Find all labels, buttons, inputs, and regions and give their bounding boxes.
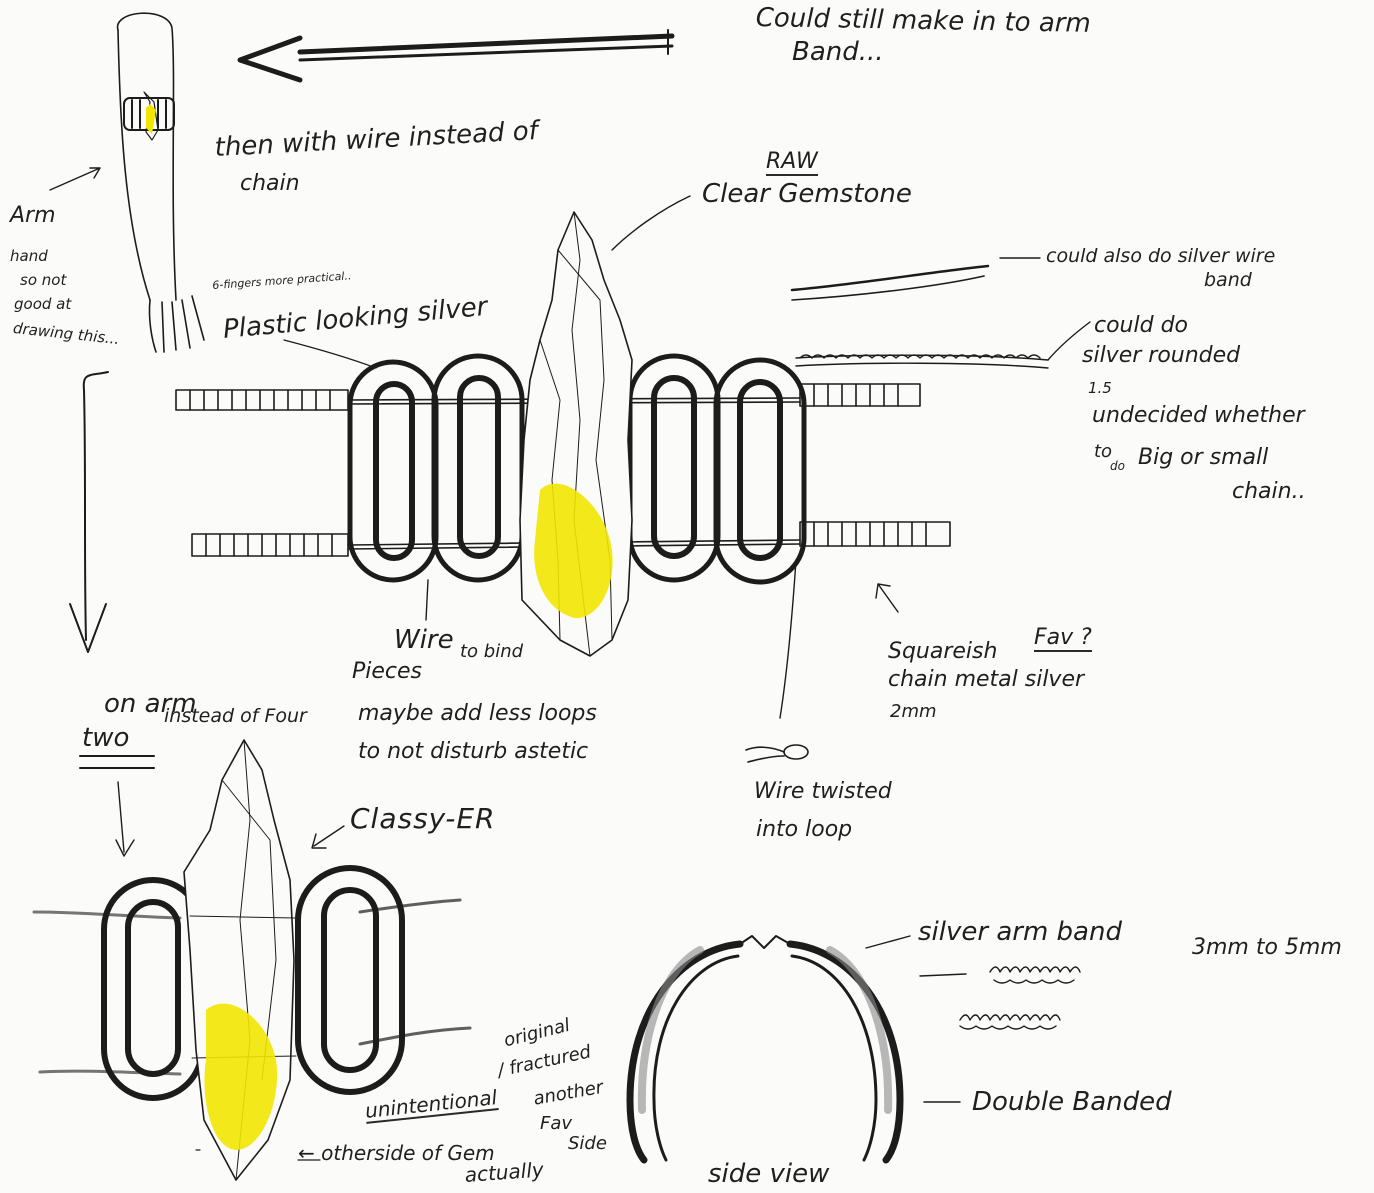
note-to-bind: to bind xyxy=(460,642,523,662)
note-wire-twisted-line2: into loop xyxy=(756,818,852,842)
note-original-line4: Fav xyxy=(540,1114,572,1134)
note-wire-bind: Wire xyxy=(394,626,454,655)
note-rounded-line4: undecided whether xyxy=(1092,404,1305,428)
side-view-armband xyxy=(630,936,966,1160)
note-2mm: 2mm xyxy=(890,702,937,722)
note-hand-line3: good at xyxy=(14,296,71,313)
scribble-samples xyxy=(960,967,1080,1029)
note-classy-er: Classy-ER xyxy=(350,804,496,835)
note-rounded-line2: silver rounded xyxy=(1082,344,1240,368)
note-rounded-line3: 1.5 xyxy=(1088,380,1112,397)
note-silver-wire-band-line2: band xyxy=(1204,270,1252,291)
note-less-loops-line2: to not disturb astetic xyxy=(358,740,588,764)
note-silver-armband: silver arm band xyxy=(918,918,1122,947)
note-rounded-line5: Big or small xyxy=(1138,446,1268,470)
note-hand-line1: hand xyxy=(10,248,48,265)
note-actually: actually xyxy=(464,1158,544,1185)
rounded-chain-sample xyxy=(796,322,1090,368)
note-original-line5: Side xyxy=(568,1134,607,1154)
arm-sketch xyxy=(50,13,204,352)
note-rounded-line1: could do xyxy=(1094,314,1188,338)
down-arrow-left xyxy=(70,372,108,652)
note-otherside: ← otherside of Gem xyxy=(298,1142,495,1164)
note-size: 3mm to 5mm xyxy=(1192,936,1342,960)
note-then-wire-line2: chain xyxy=(240,172,300,196)
note-rounded-do: do xyxy=(1110,460,1125,473)
note-rounded-line6: chain.. xyxy=(1232,480,1306,504)
note-two: two xyxy=(82,724,129,753)
note-fav: Fav ? xyxy=(1034,626,1092,652)
note-side-view: side view xyxy=(708,1160,829,1189)
note-could-make-armband-line2: Band... xyxy=(792,38,884,67)
top-left-arrow xyxy=(240,30,672,80)
note-raw: RAW xyxy=(766,150,818,176)
note-instead-of-four: instead of Four xyxy=(164,706,307,727)
note-arm: Arm xyxy=(10,204,56,228)
note-squareish: Squareish xyxy=(888,640,997,664)
note-clear-gemstone: Clear Gemstone xyxy=(702,180,912,209)
note-pieces: Pieces xyxy=(352,660,422,684)
note-silver-wire-band-line1: could also do silver wire xyxy=(1046,246,1275,267)
note-wire-twisted-line1: Wire twisted xyxy=(754,780,892,804)
note-double-banded: Double Banded xyxy=(972,1088,1172,1117)
note-less-loops-line1: maybe add less loops xyxy=(358,702,597,726)
note-could-make-armband-line1: Could still make in to arm xyxy=(756,4,1092,38)
note-hand-line2: so not xyxy=(20,272,66,289)
note-chain-metal-silver: chain metal silver xyxy=(888,668,1084,692)
wire-loop-sample xyxy=(746,745,808,762)
